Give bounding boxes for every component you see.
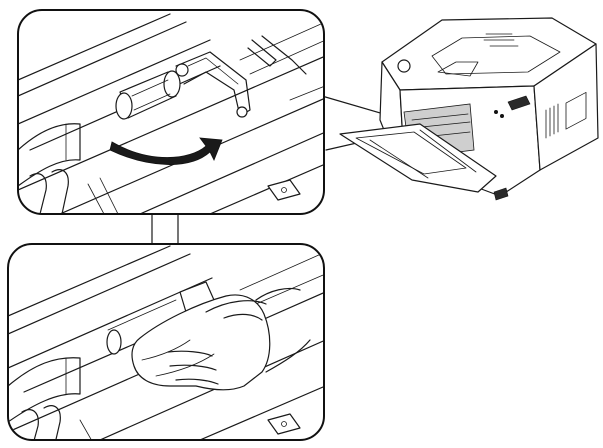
printer-illustration [339, 17, 599, 201]
roller-cover-lever [175, 35, 307, 118]
vent-slots [483, 33, 519, 47]
panel-wipe-roller-with-cloth [7, 243, 325, 441]
cloth-hand-icon [131, 287, 311, 391]
power-button-icon [397, 59, 411, 73]
side-vents [545, 91, 587, 139]
panel-rotate-roller-cover [17, 9, 325, 215]
curved-arrow-icon [109, 137, 223, 165]
pickup-roller [115, 70, 181, 120]
